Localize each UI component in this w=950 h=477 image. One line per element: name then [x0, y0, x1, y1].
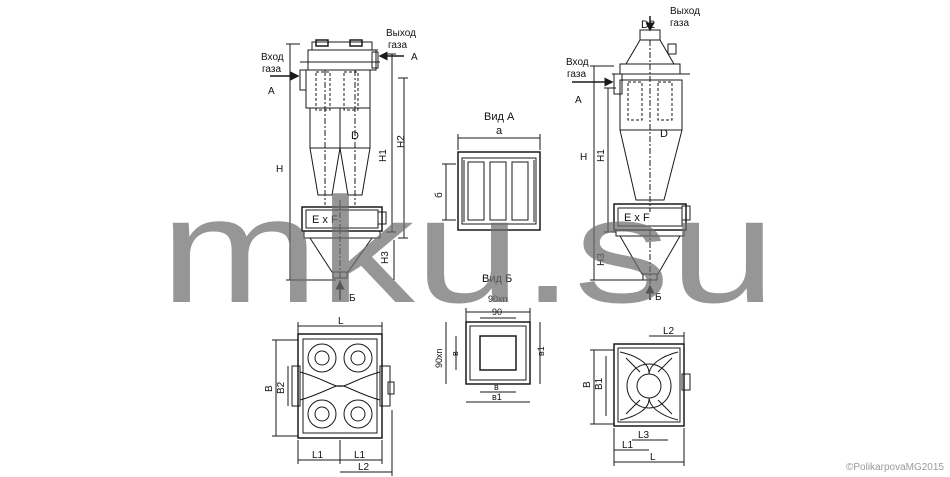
watermark-text: mku.su: [160, 166, 776, 334]
dim-H-right: H: [580, 152, 587, 163]
dim-b6: б: [433, 192, 445, 198]
copyright-text: ©PolikarpovaMG2015: [846, 462, 944, 473]
inlet-label-1: Вход: [261, 52, 284, 63]
dim-H3-left: H3: [380, 251, 391, 264]
outlet-label-r-2: газа: [670, 18, 689, 29]
dim-v-bottom: в: [494, 382, 499, 392]
dim-H3-right: H3: [596, 253, 607, 266]
dim-v1-bottom: в1: [492, 392, 502, 402]
front-view-right: [590, 29, 691, 286]
dim-B2: B2: [276, 381, 287, 394]
view-a-letter-r: А: [575, 95, 582, 106]
view-a-letter-1: А: [268, 86, 275, 97]
dim-L2-left: L2: [358, 462, 370, 473]
dim-L1-a: L1: [312, 450, 324, 461]
dim-v1-side: в1: [536, 346, 546, 356]
dim-a: а: [496, 125, 503, 137]
view-a-letter-2: А: [411, 52, 418, 63]
dim-L-plan-left: L: [338, 316, 344, 327]
inlet-label-r-1: Вход: [566, 57, 589, 68]
dim-L1-right: L1: [622, 440, 634, 451]
view-b-letter-1: Б: [349, 293, 356, 304]
dim-H-left: H: [276, 164, 283, 175]
outlet-label-2: газа: [388, 40, 407, 51]
dim-90xn-side: 90хn: [434, 348, 444, 368]
dim-D-right: D: [660, 128, 668, 140]
dim-H1-right: H1: [596, 149, 607, 162]
dim-H1-left: H1: [378, 149, 389, 162]
dim-L3: L3: [638, 430, 650, 441]
view-b-letter-r: Б: [655, 292, 662, 303]
dim-D2: D2: [641, 19, 655, 31]
dim-B-plan-left: B: [264, 385, 275, 392]
dim-H2: H2: [396, 135, 407, 148]
view-a: [442, 134, 541, 231]
inlet-label-r-2: газа: [567, 69, 586, 80]
dim-v-side: в: [450, 351, 460, 356]
dim-ExF-right: E x F: [624, 212, 650, 224]
outlet-label-1: Выход: [386, 28, 416, 39]
dim-L2-right: L2: [663, 326, 675, 337]
plan-view-right: [590, 332, 691, 466]
front-view-left: [286, 39, 408, 282]
dim-L1-b: L1: [354, 450, 366, 461]
dim-L-plan-right: L: [650, 452, 656, 463]
plan-view-left: [272, 322, 395, 476]
dim-B1: B1: [594, 377, 605, 390]
dim-90-top: 90: [492, 307, 502, 317]
dim-90xn-top: 90хn: [488, 294, 508, 304]
dim-D-left: D: [351, 130, 359, 142]
inlet-label-2: газа: [262, 64, 281, 75]
dim-ExF-left: E x F: [312, 214, 338, 226]
view-b-title: Вид Б: [482, 273, 512, 285]
outlet-label-r-1: Выход: [670, 6, 700, 17]
dim-B-plan-right: B: [582, 381, 593, 388]
view-a-title: Вид А: [484, 111, 515, 123]
view-b: [445, 308, 541, 403]
